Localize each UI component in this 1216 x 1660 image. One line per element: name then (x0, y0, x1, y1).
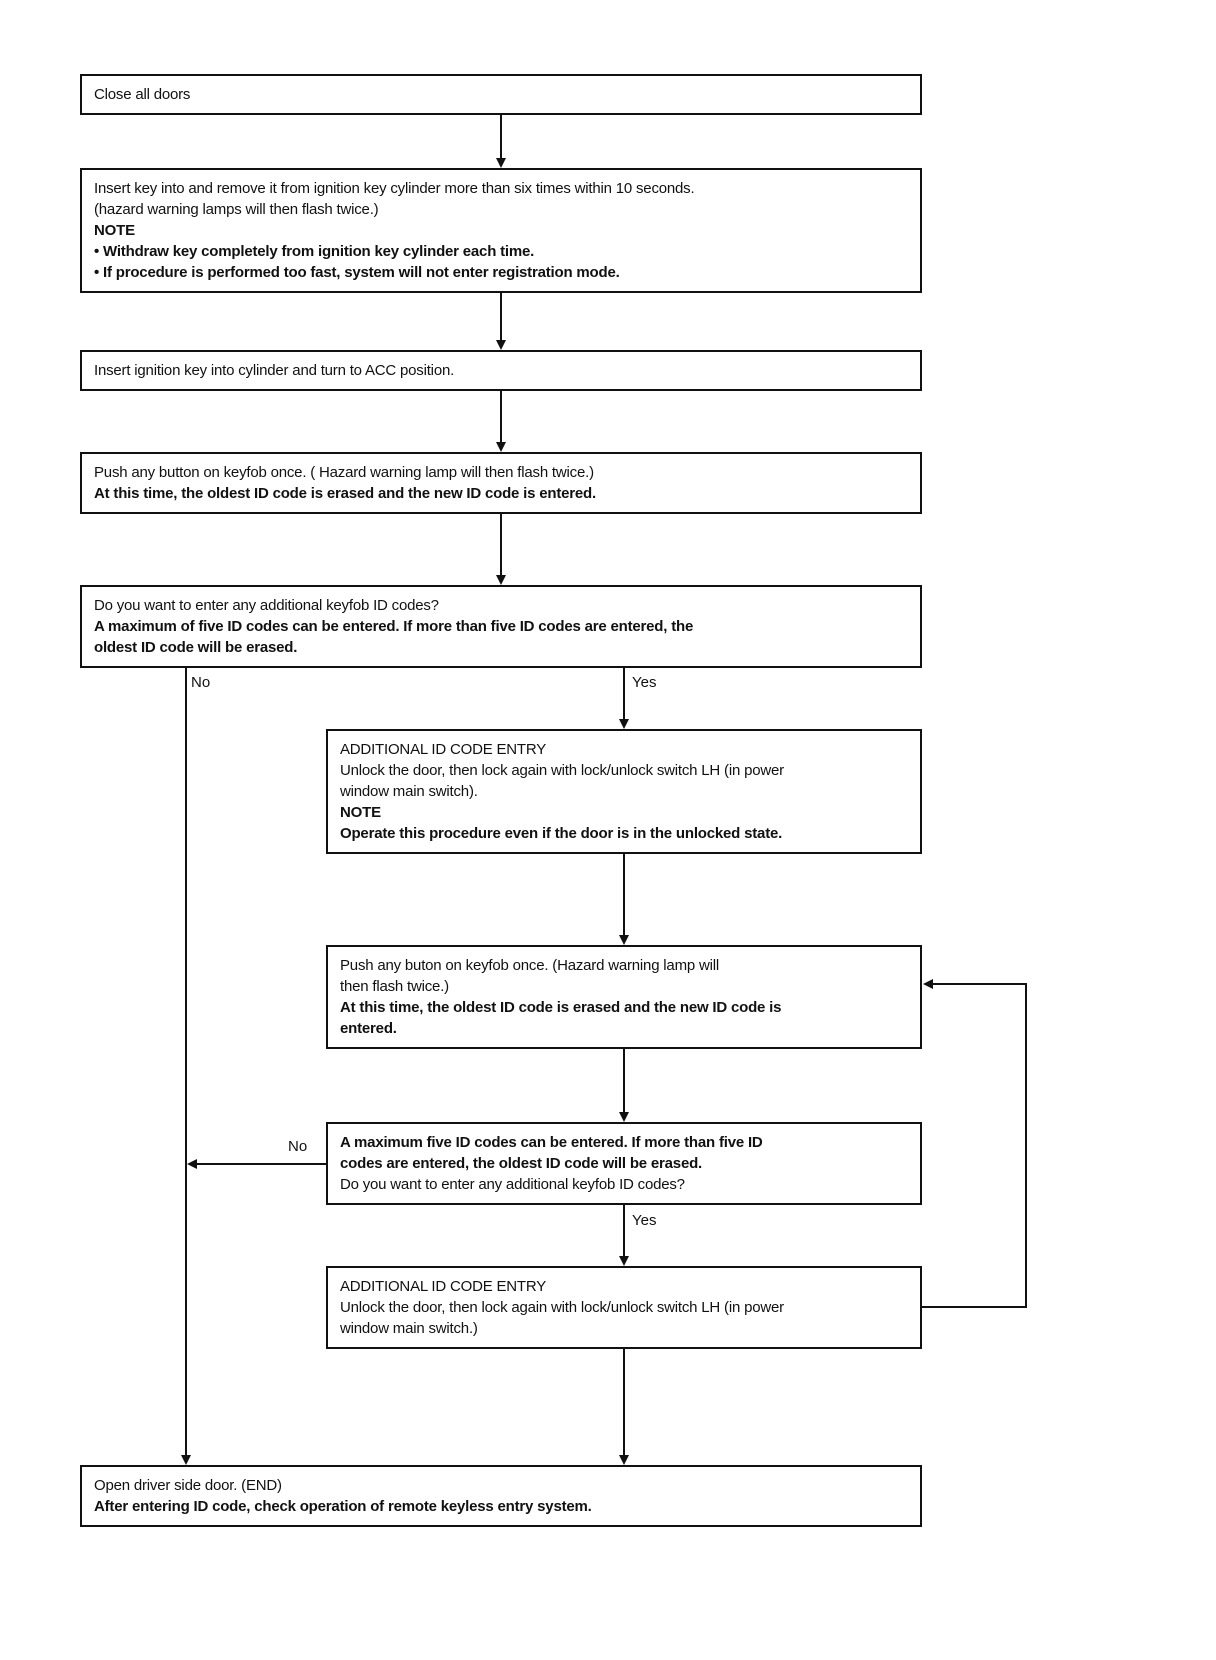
connector-feedback-vertical (1025, 983, 1027, 1308)
note-heading: NOTE (94, 222, 135, 239)
connector-feedback-bottom (916, 1306, 1027, 1308)
connector-feedback-top (933, 983, 1027, 985)
step-title: ADDITIONAL ID CODE ENTRY (340, 741, 547, 758)
connector-push2-to-decision2 (623, 1043, 625, 1114)
note-heading: NOTE (340, 804, 381, 821)
step-additional-id-code-entry-1: ADDITIONAL ID CODE ENTRY Unlock the door… (326, 729, 922, 854)
step-text-line: Open driver side door. (END) (94, 1477, 282, 1494)
step-text-line: After entering ID code, check operation … (94, 1498, 592, 1515)
connector-identry1-to-push2 (623, 848, 625, 937)
arrowhead-down-icon (619, 719, 629, 729)
arrowhead-down-icon (619, 1256, 629, 1266)
arrowhead-down-icon (181, 1455, 191, 1465)
step-close-all-doors: Close all doors (80, 74, 922, 115)
step-text-line: At this time, the oldest ID code is eras… (340, 999, 782, 1016)
decision-question: Do you want to enter any additional keyf… (340, 1176, 685, 1193)
connector-yes-branch-1 (623, 662, 625, 721)
step-text-line: Push any button on keyfob once. ( Hazard… (94, 464, 594, 481)
step-text-line: Unlock the door, then lock again with lo… (340, 762, 784, 779)
step-title: ADDITIONAL ID CODE ENTRY (340, 1278, 547, 1295)
connector-acc-to-push (500, 385, 502, 444)
decision-additional-codes-2: A maximum five ID codes can be entered. … (326, 1122, 922, 1205)
step-text-line: Insert key into and remove it from ignit… (94, 180, 695, 197)
note-bullet: • Withdraw key completely from ignition … (94, 243, 535, 260)
connector-push-to-decision1 (500, 508, 502, 577)
step-additional-id-code-entry-2: ADDITIONAL ID CODE ENTRY Unlock the door… (326, 1266, 922, 1349)
decision-question: Do you want to enter any additional keyf… (94, 597, 439, 614)
step-text-line: Insert ignition key into cylinder and tu… (94, 362, 455, 379)
step-text-line: Close all doors (94, 86, 191, 103)
step-push-keyfob-button-2: Push any buton on keyfob once. (Hazard w… (326, 945, 922, 1049)
note-bullet: • If procedure is performed too fast, sy… (94, 264, 620, 281)
arrowhead-left-icon (187, 1159, 197, 1169)
step-text-line: Push any buton on keyfob once. (Hazard w… (340, 957, 720, 974)
step-text-line: (hazard warning lamps will then flash tw… (94, 201, 379, 218)
step-turn-to-acc: Insert ignition key into cylinder and tu… (80, 350, 922, 391)
step-text-line: window main switch). (340, 783, 478, 800)
decision-note: A maximum five ID codes can be entered. … (340, 1134, 763, 1151)
label-no-branch-2: No (288, 1138, 308, 1155)
arrowhead-down-icon (619, 1112, 629, 1122)
step-text-line: window main switch.) (340, 1320, 478, 1337)
step-text-line: then flash twice.) (340, 978, 449, 995)
arrowhead-down-icon (496, 575, 506, 585)
step-text-line: Unlock the door, then lock again with lo… (340, 1299, 784, 1316)
decision-additional-codes-1: Do you want to enter any additional keyf… (80, 585, 922, 668)
step-open-door-end: Open driver side door. (END) After enter… (80, 1465, 922, 1527)
label-yes-branch-1: Yes (632, 674, 657, 691)
note-text: Operate this procedure even if the door … (340, 825, 783, 842)
decision-note: A maximum of five ID codes can be entere… (94, 618, 694, 635)
connector-insert-to-acc (500, 287, 502, 342)
arrowhead-down-icon (496, 340, 506, 350)
step-insert-remove-key: Insert key into and remove it from ignit… (80, 168, 922, 293)
step-text-line: At this time, the oldest ID code is eras… (94, 485, 596, 502)
step-text-line: entered. (340, 1020, 397, 1037)
connector-yes-branch-2 (623, 1199, 625, 1259)
arrowhead-down-icon (496, 442, 506, 452)
arrowhead-down-icon (496, 158, 506, 168)
connector-close-to-insert (500, 109, 502, 160)
decision-note: codes are entered, the oldest ID code wi… (340, 1155, 703, 1172)
arrowhead-down-icon (619, 935, 629, 945)
label-no-branch-1: No (191, 674, 211, 691)
label-yes-branch-2: Yes (632, 1212, 657, 1229)
connector-no-branch-2 (190, 1163, 330, 1165)
connector-identry2-to-end (623, 1343, 625, 1457)
connector-no-branch-1 (185, 662, 187, 1457)
arrowhead-left-icon (923, 979, 933, 989)
step-push-keyfob-button: Push any button on keyfob once. ( Hazard… (80, 452, 922, 514)
arrowhead-down-icon (619, 1455, 629, 1465)
decision-note: oldest ID code will be erased. (94, 639, 298, 656)
